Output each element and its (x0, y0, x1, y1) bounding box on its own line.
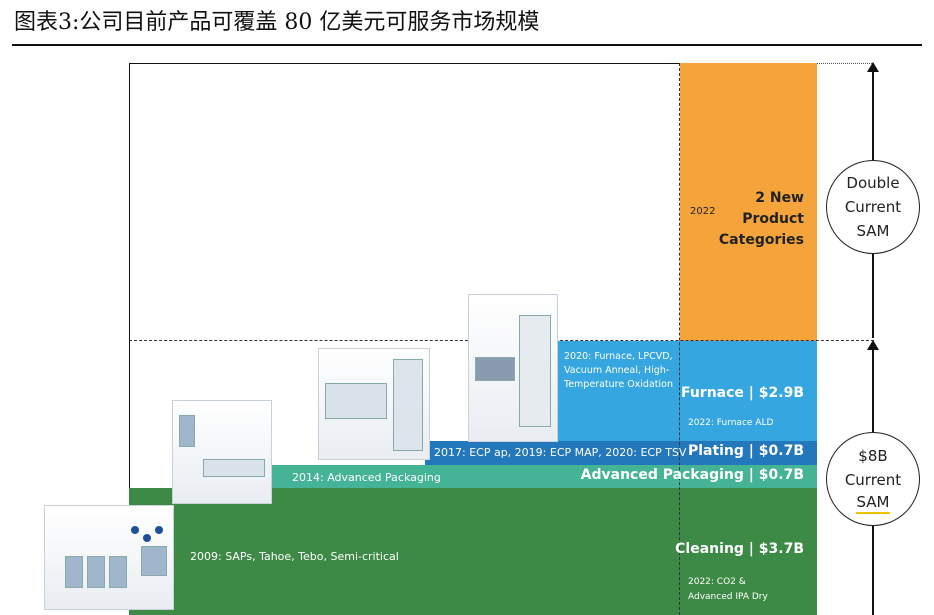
current-sam-line-2: Current (844, 471, 902, 489)
segment-furnace (555, 341, 817, 441)
furnace-history-label: 2020: Furnace, LPCVD, Vacuum Anneal, Hig… (564, 351, 673, 390)
cleaning-value-label: Cleaning | $3.7B (675, 541, 804, 557)
current-sam-arrowhead (867, 340, 879, 350)
advanced-packaging-history-label: 2014: Advanced Packaging (292, 471, 441, 484)
cleaning-history-label: 2009: SAPs, Tahoe, Tebo, Semi-critical (190, 550, 399, 563)
title-rule (12, 44, 922, 46)
plating-history-label: 2017: ECP ap, 2019: ECP MAP, 2020: ECP T… (434, 446, 687, 459)
current-sam-line-1: $8B (858, 447, 888, 465)
segment-cleaning (129, 488, 817, 615)
double-sam-line-3: SAM (856, 222, 890, 240)
current-sam-circle: $8B Current SAM (826, 432, 920, 526)
new-categories-line-1: 2 New (755, 190, 804, 206)
segment-new-categories (680, 63, 817, 341)
furnace-note: 2022: Furnace ALD (688, 418, 774, 428)
furnace-tool-image (468, 294, 558, 442)
furnace-value-label: Furnace | $2.9B (680, 385, 804, 401)
packaging-tool-image (172, 400, 272, 504)
cleaning-tool-image (44, 505, 174, 610)
current-sam-line-3: SAM (856, 492, 890, 514)
double-sam-circle: Double Current SAM (826, 160, 920, 254)
double-sam-line-1: Double (846, 174, 900, 192)
new-categories-line-3: Categories (718, 232, 804, 248)
advanced-packaging-value-label: Advanced Packaging | $0.7B (580, 467, 804, 483)
plating-tool-image (318, 348, 430, 460)
new-categories-year: 2022 (690, 206, 716, 217)
segment-plating (425, 441, 817, 465)
plating-value-label: Plating | $0.7B (687, 443, 804, 459)
double-sam-arrowhead (867, 62, 879, 72)
new-categories-line-2: Product (742, 211, 804, 227)
double-sam-line-2: Current (844, 198, 902, 216)
top-dotted-line (817, 63, 874, 64)
cleaning-note: 2022: CO2 & Advanced IPA Dry (688, 577, 768, 602)
segment-advanced-packaging (270, 465, 817, 488)
new-categories-label: 2 New Product Categories (719, 188, 804, 251)
divider-dashed-line (679, 63, 680, 615)
figure-title: 图表3:公司目前产品可覆盖 80 亿美元可服务市场规模 (14, 10, 540, 35)
